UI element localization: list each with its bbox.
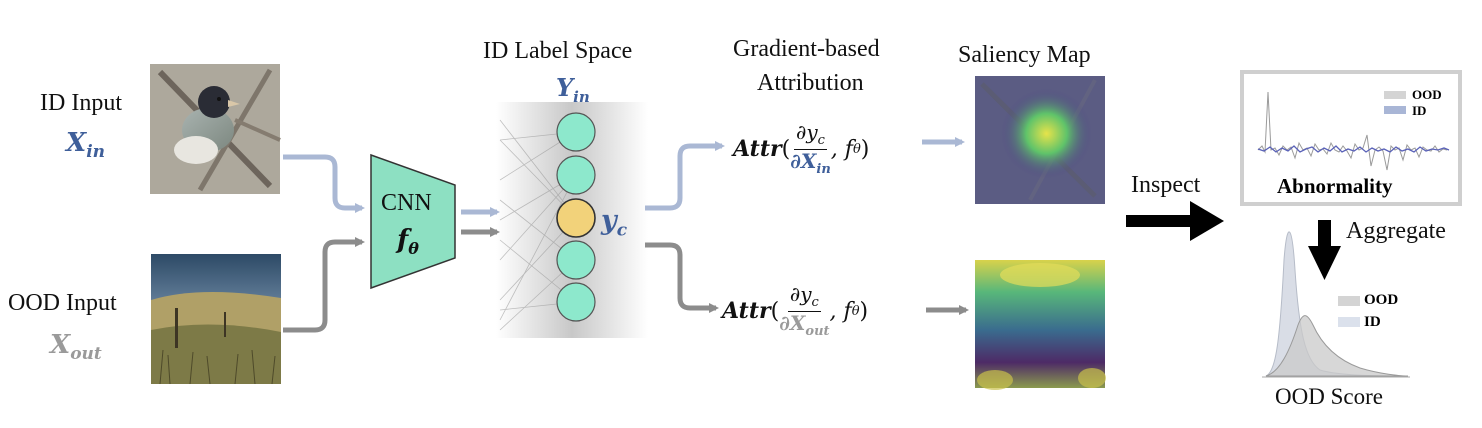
saliency-title: Saliency Map <box>958 42 1091 68</box>
aggregate-label: Aggregate <box>1346 218 1446 244</box>
yc-label: yc <box>601 205 628 241</box>
ood-score-title: OOD Score <box>1275 384 1383 409</box>
abnormality-legend-ood: OOD <box>1412 87 1442 102</box>
label-node-1 <box>556 112 596 152</box>
score-legend-id: ID <box>1364 314 1381 330</box>
abnormality-legend-id: ID <box>1412 103 1427 118</box>
id-input-title: ID Input <box>40 90 122 116</box>
id-input-arrow <box>283 154 365 213</box>
abnormality-title: Abnormality <box>1277 174 1393 198</box>
saliency-map-ood <box>975 260 1106 390</box>
attribution-title-line1: Gradient-based <box>733 36 880 62</box>
label-node-yc <box>556 198 596 238</box>
cnn-symbol: fθ <box>397 225 419 259</box>
ood-input-symbol: Xout <box>50 330 102 365</box>
saliency-map-id <box>975 76 1105 204</box>
score-legend-ood: OOD <box>1364 292 1399 308</box>
ood-input-arrow <box>283 237 365 333</box>
label-node-4 <box>556 240 596 280</box>
id-input-image <box>150 64 281 194</box>
ood-input-title: OOD Input <box>8 290 117 316</box>
abnormality-box <box>1240 70 1462 206</box>
label-space-symbol: Yin <box>556 73 590 106</box>
label-node-2 <box>556 155 596 195</box>
cnn-block <box>370 153 456 290</box>
ood-input-image <box>151 254 281 385</box>
yc-ood-attr-arrow <box>645 242 719 313</box>
inspect-arrow <box>1126 201 1224 241</box>
cnn-title: CNN <box>381 190 432 216</box>
yc-id-attr-arrow <box>645 141 725 211</box>
inspect-label: Inspect <box>1131 172 1201 198</box>
abnormality-plot <box>1257 91 1450 171</box>
label-node-5 <box>556 282 596 322</box>
attribution-title-line2: Attribution <box>757 70 864 96</box>
label-space-title: ID Label Space <box>483 38 633 64</box>
ood-score-plot <box>1262 231 1410 378</box>
id-input-symbol: Xin <box>66 128 106 163</box>
aggregate-arrow <box>1308 220 1341 280</box>
